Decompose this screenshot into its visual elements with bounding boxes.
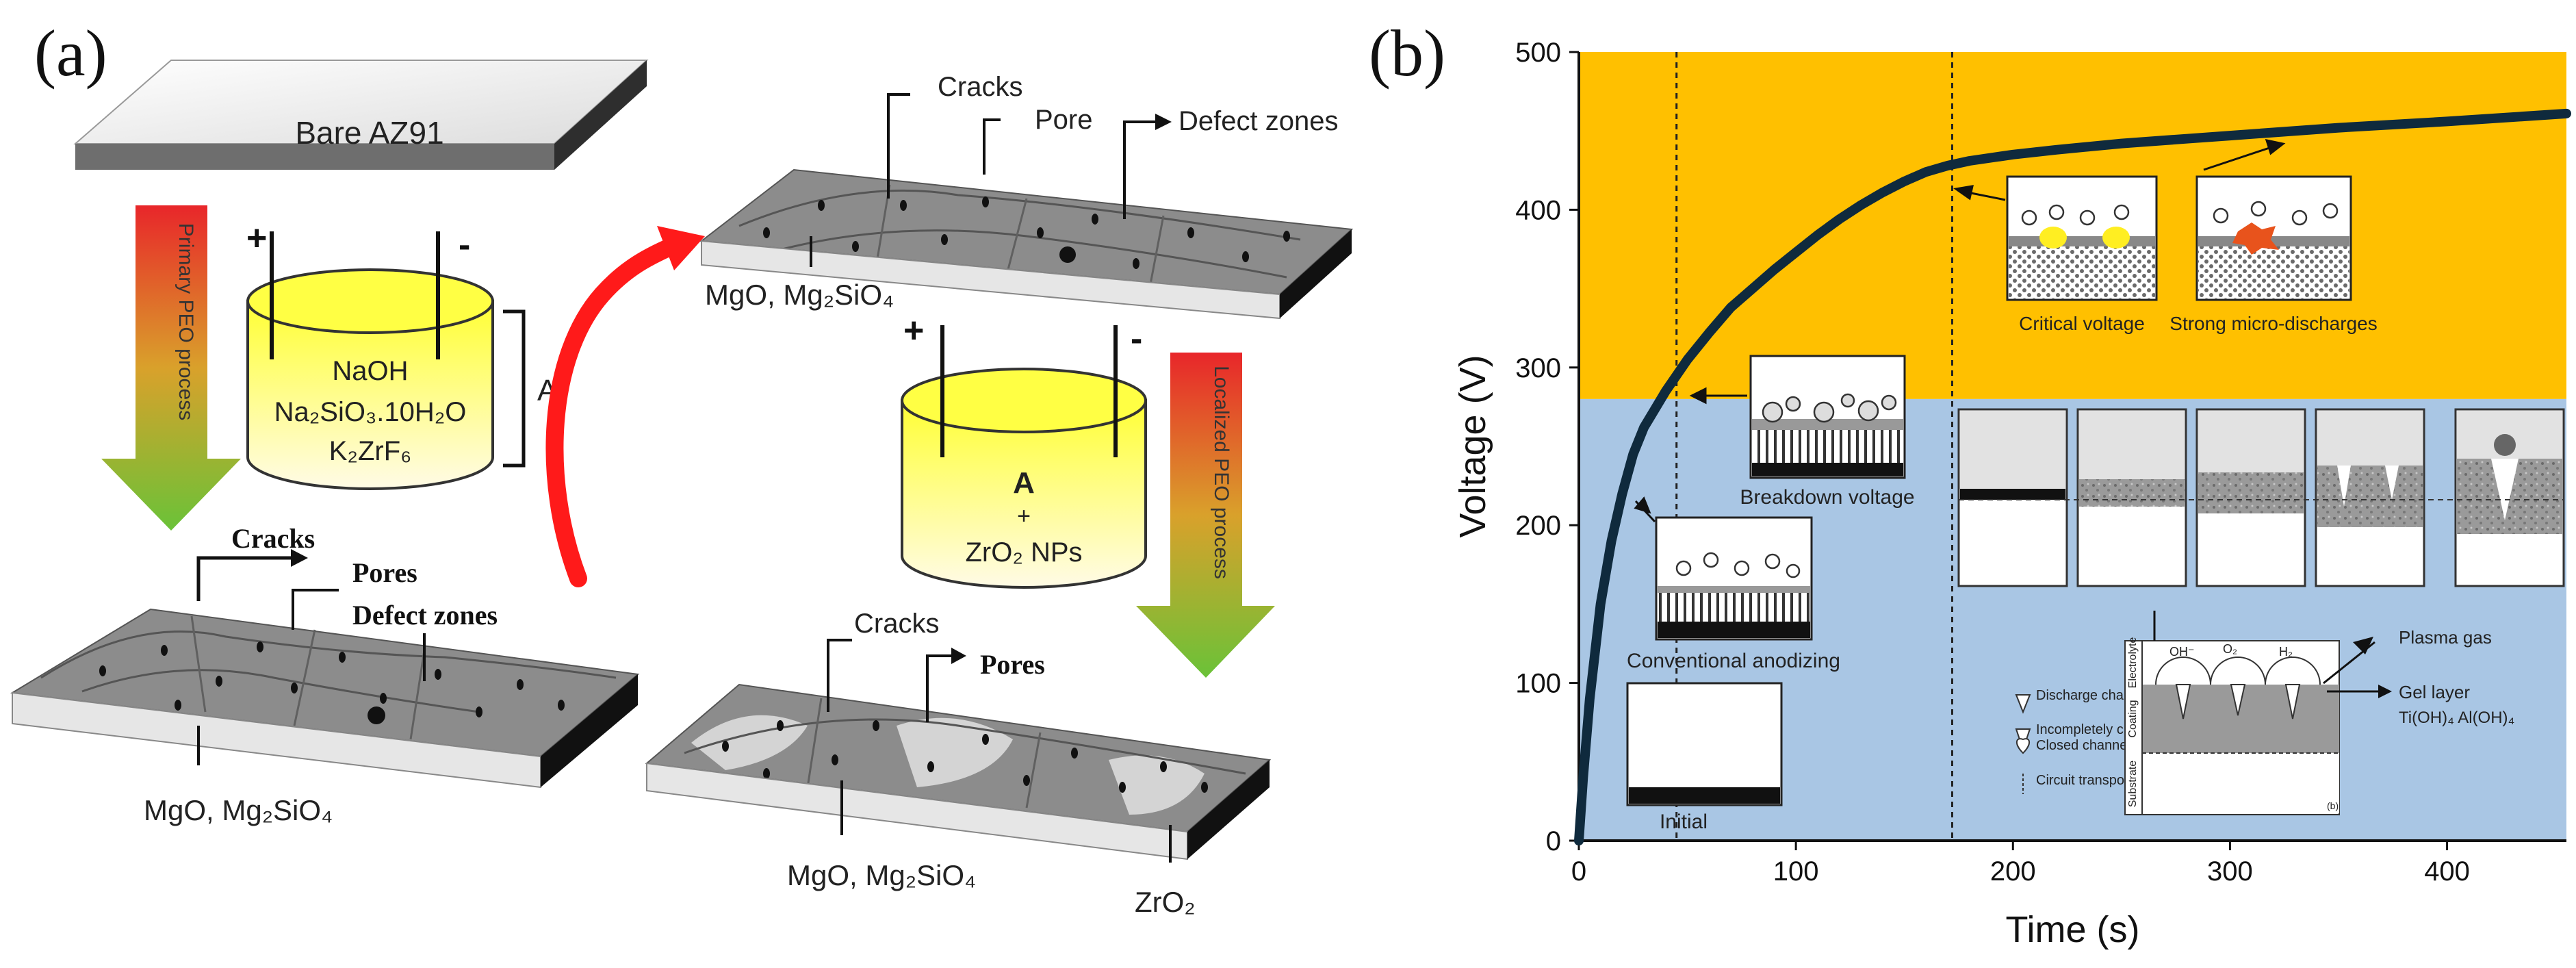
inset-critical-voltage: Critical voltage xyxy=(2006,175,2158,334)
coating3-composition: MgO, Mg₂SiO₄ xyxy=(787,859,976,891)
mechanism-legend: Discharge channels Incompletely closed c… xyxy=(2015,627,2514,815)
beaker2-plus: + xyxy=(903,311,924,351)
primary-peo-arrow: Primary PEO process xyxy=(101,205,241,531)
legend-oh: OH⁻ xyxy=(2169,645,2195,659)
inset-breakdown: Breakdown voltage xyxy=(1740,355,1915,509)
y-tick-label-100: 100 xyxy=(1515,669,1561,699)
legend-o2: O₂ xyxy=(2223,642,2237,656)
y-tick-label-0: 0 xyxy=(1546,826,1561,856)
legend-hydroxides: Ti(OH)₄ Al(OH)₄ xyxy=(2399,709,2514,727)
plot-axes xyxy=(1577,52,2566,842)
coating-3: Cracks Pores MgO, Mg₂SiO₄ ZrO₂ xyxy=(645,609,1272,918)
coating3-pores: Pores xyxy=(980,649,1045,680)
legend-electrolyte: Electrolyte xyxy=(2127,637,2139,689)
beaker2-line2: + xyxy=(1017,503,1031,529)
inset-strong-label: Strong micro-discharges xyxy=(2169,313,2377,334)
beaker1-minus: - xyxy=(459,225,470,265)
inset-initial: Initial xyxy=(1626,682,1783,833)
coating1-pores: Pores xyxy=(352,557,417,588)
x-axis-label: Time (s) xyxy=(2006,909,2140,950)
y-tick-label-500: 500 xyxy=(1515,38,1561,68)
beaker1-plus: + xyxy=(246,218,267,258)
y-tick-label-300: 300 xyxy=(1515,353,1561,383)
coating2-pore: Pore xyxy=(1035,105,1093,135)
bare-plate-label: Bare AZ91 xyxy=(295,115,443,151)
beaker1-line1: NaOH xyxy=(332,356,408,386)
inset-initial-label: Initial xyxy=(1660,811,1708,833)
localized-peo-arrow: Localized PEO process xyxy=(1136,353,1275,678)
x-tick-label-0: 0 xyxy=(1571,856,1586,887)
beaker1-line2: Na₂SiO₃.10H₂O xyxy=(274,397,467,427)
panel-a-label: (a) xyxy=(34,16,107,90)
legend-plasma: Plasma gas xyxy=(2399,627,2492,648)
beaker2-line1: A xyxy=(1013,466,1035,500)
inset-anodizing-label: Conventional anodizing xyxy=(1627,650,1840,672)
legend-h2: H₂ xyxy=(2279,645,2293,659)
panel-b-label: (b) xyxy=(1369,16,1445,90)
coating3-zro2: ZrO₂ xyxy=(1135,886,1196,918)
legend-substrate: Substrate xyxy=(2127,761,2139,808)
bare-az91-plate: Bare AZ91 xyxy=(73,60,649,170)
beaker2-minus: - xyxy=(1131,319,1142,359)
legend-gel: Gel layer xyxy=(2399,682,2470,702)
coating3-cracks: Cracks xyxy=(854,609,939,639)
coating-2: Cracks Pore Defect zones MgO, Mg₂SiO₄ xyxy=(699,72,1354,320)
beaker-1: + - NaOH Na₂SiO₃.10H₂O K₂ZrF₆ A xyxy=(246,218,558,490)
voltage-curve xyxy=(1574,108,2571,845)
coating-1: Cracks Pores Defect zones MgO, Mg₂SiO₄ xyxy=(10,523,640,826)
coating1-composition: MgO, Mg₂SiO₄ xyxy=(144,794,333,826)
y-axis-label: Voltage (V) xyxy=(1452,355,1493,537)
primary-peo-label: Primary PEO process xyxy=(175,223,197,420)
coating1-cracks: Cracks xyxy=(231,523,315,554)
beaker-2: + - A + ZrO₂ NPs xyxy=(901,311,1147,589)
legend-coating: Coating xyxy=(2127,700,2139,737)
pointer-arrows xyxy=(1634,139,2286,641)
coating1-defects: Defect zones xyxy=(352,600,498,631)
plot-ticks: 0 100 200 300 400 500 0 100 200 300 400 xyxy=(1515,38,2470,887)
inset-strong-discharge: Strong micro-discharges xyxy=(2169,175,2378,334)
y-tick-label-400: 400 xyxy=(1515,195,1561,225)
y-tick-label-200: 200 xyxy=(1515,511,1561,541)
panel-b: (b) 0 100 200 300 400 500 0 100 200 300 400 Voltag… xyxy=(1369,16,2571,950)
coating2-defects: Defect zones xyxy=(1178,106,1338,136)
beaker2-line3: ZrO₂ NPs xyxy=(965,537,1082,568)
panel-a: (a) Bare AZ91 Primary PEO process + - Na… xyxy=(10,16,1354,918)
inset-sequence xyxy=(1957,408,2565,587)
curved-transfer-arrow xyxy=(545,226,705,587)
legend-id: (b) xyxy=(2327,800,2339,811)
coating2-cracks: Cracks xyxy=(938,72,1022,102)
x-tick-label-100: 100 xyxy=(1773,856,1819,887)
beaker1-line3: K₂ZrF₆ xyxy=(329,436,412,466)
inset-breakdown-label: Breakdown voltage xyxy=(1740,486,1914,509)
coating2-composition: MgO, Mg₂SiO₄ xyxy=(705,279,894,311)
x-tick-label-400: 400 xyxy=(2424,856,2470,887)
localized-peo-label: Localized PEO process xyxy=(1210,366,1233,579)
inset-critical-label: Critical voltage xyxy=(2019,313,2145,334)
x-tick-label-300: 300 xyxy=(2207,856,2253,887)
legend-closed: Closed channel xyxy=(2036,738,2130,753)
inset-anodizing: Conventional anodizing xyxy=(1627,516,1840,672)
x-tick-label-200: 200 xyxy=(1990,856,2036,887)
